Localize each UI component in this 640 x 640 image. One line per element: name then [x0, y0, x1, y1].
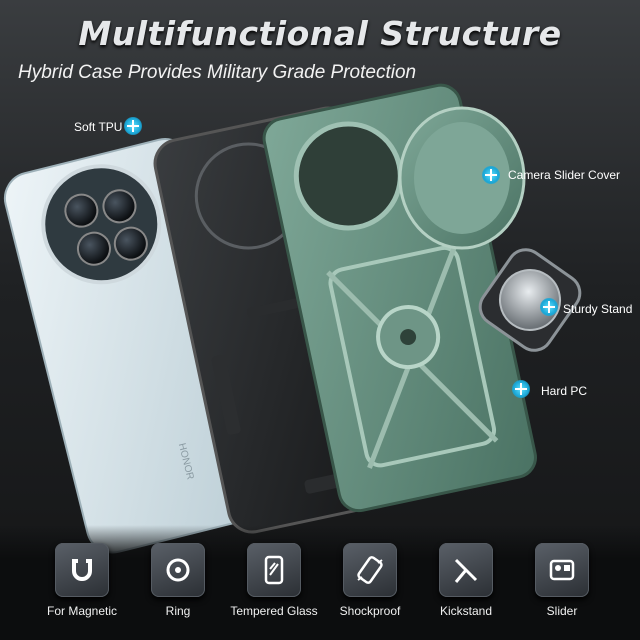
feature-shockproof: Shockproof [325, 543, 415, 618]
plus-marker-icon [124, 117, 142, 135]
feature-tempered-glass: Tempered Glass [229, 543, 319, 618]
callout-sturdy-stand: Sturdy Stand [563, 302, 633, 316]
camera-slider-cover [398, 106, 526, 250]
feature-magnetic: For Magnetic [37, 543, 127, 618]
feature-label: Ring [165, 604, 191, 618]
callout-hard-pc: Hard PC [541, 384, 588, 398]
plus-marker-icon [512, 380, 530, 398]
sturdy-stand [478, 248, 582, 352]
feature-label: Slider [546, 604, 578, 618]
glass-icon [247, 543, 301, 597]
feature-slider: Slider [517, 543, 607, 618]
callout-camera-slider-cover: Camera Slider Cover [508, 168, 621, 182]
page-title: Multifunctional Structure [78, 14, 562, 53]
feature-label: For Magnetic [46, 604, 118, 618]
callout-soft-tpu: Soft TPU [74, 120, 123, 134]
feature-kickstand: Kickstand [421, 543, 511, 618]
feature-ring: Ring [133, 543, 223, 618]
ring-icon [151, 543, 205, 597]
plus-marker-icon [540, 298, 558, 316]
magnet-icon [55, 543, 109, 597]
page-subtitle: Hybrid Case Provides Military Grade Prot… [18, 62, 417, 83]
slider-icon [535, 543, 589, 597]
plus-marker-icon [482, 166, 500, 184]
feature-label: Tempered Glass [230, 604, 318, 618]
feature-label: Kickstand [439, 604, 493, 618]
shockproof-icon [343, 543, 397, 597]
feature-label: Shockproof [339, 604, 401, 618]
kickstand-icon [439, 543, 493, 597]
